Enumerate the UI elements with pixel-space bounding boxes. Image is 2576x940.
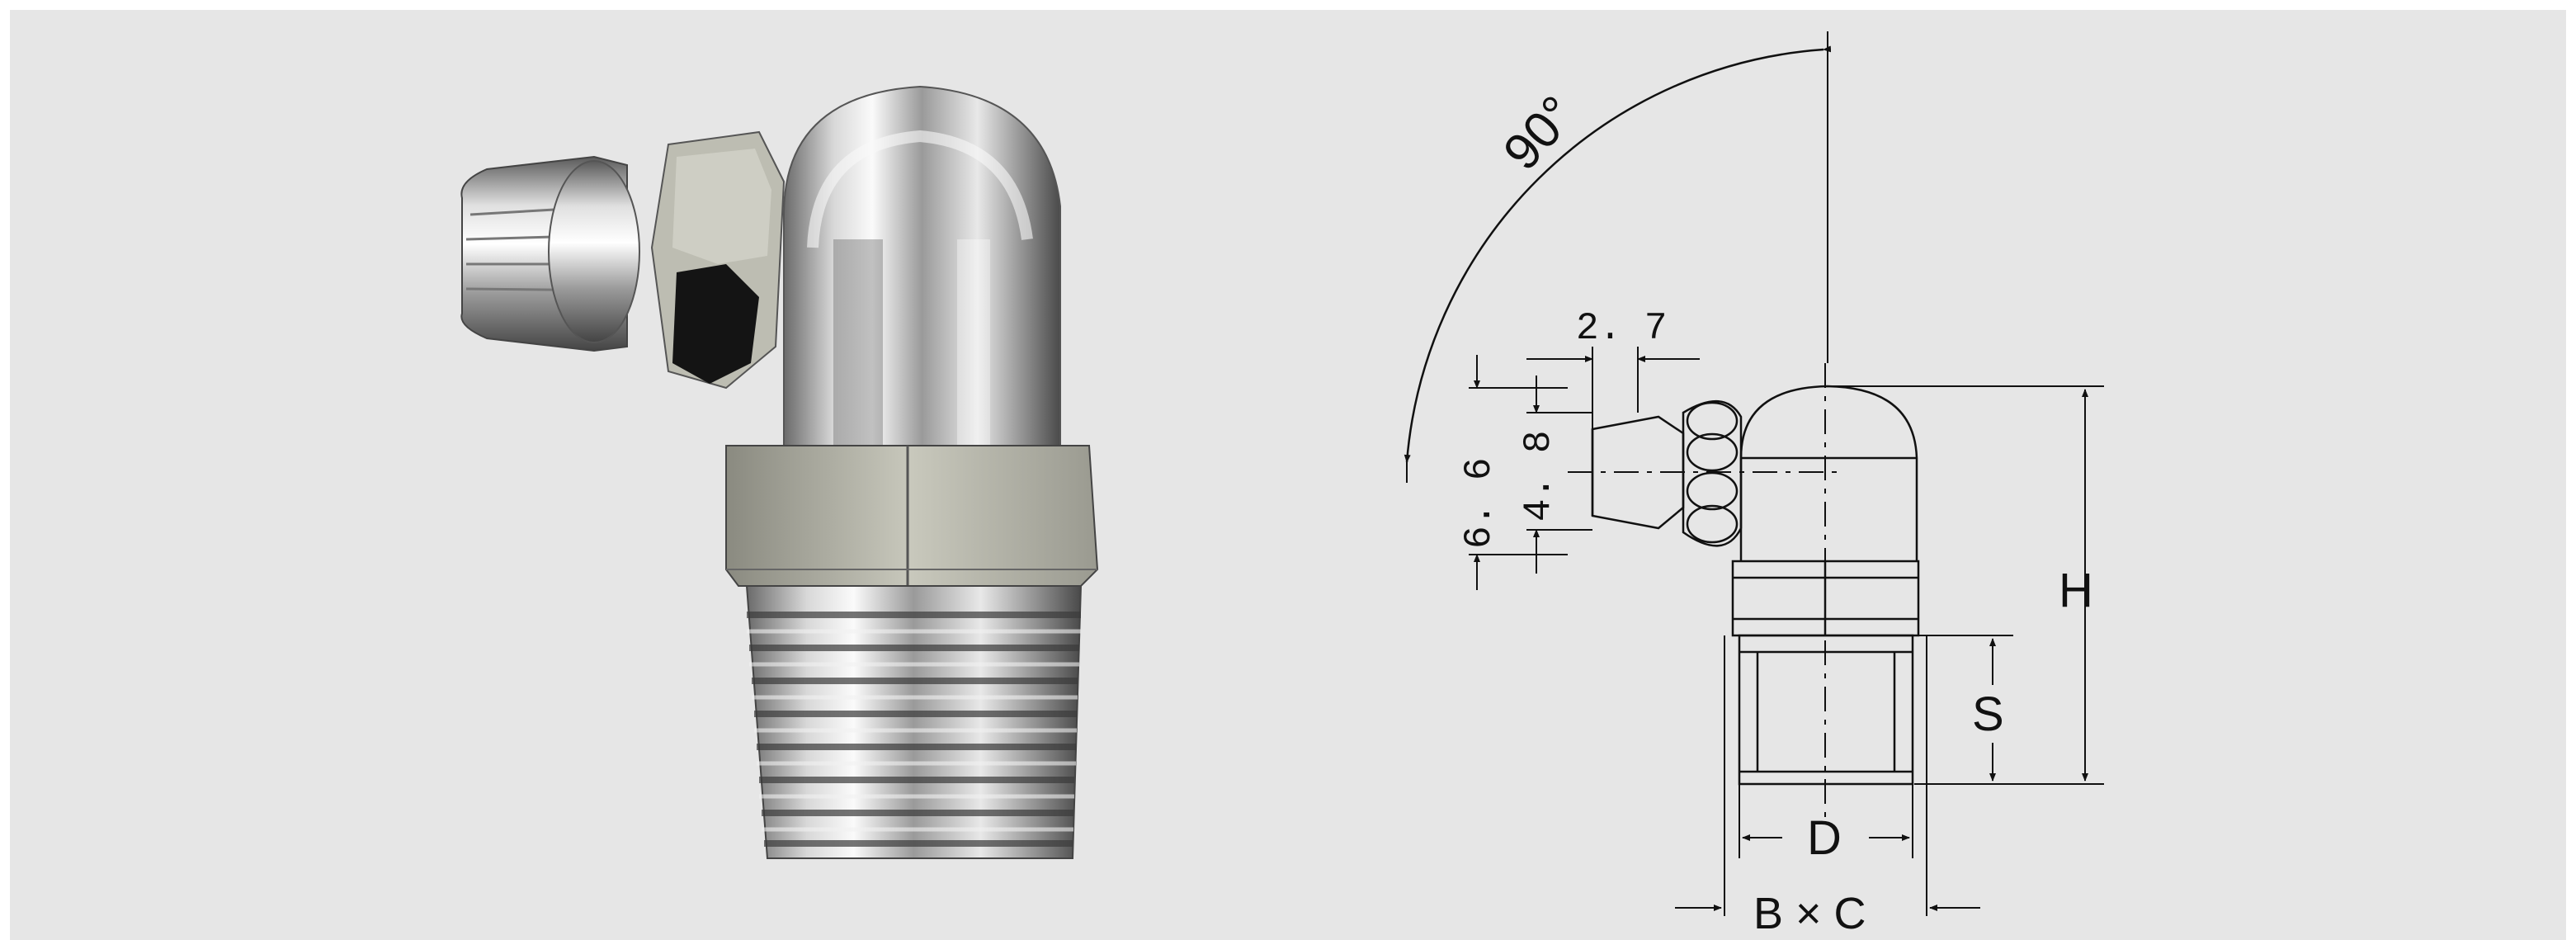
height-label: H [2059, 564, 2093, 617]
outer-dia-label: 6. 6 [1458, 458, 1501, 549]
dim-nozzle-length [1526, 347, 1700, 429]
angle-label: 90° [1493, 86, 1587, 182]
angle-arc [1404, 45, 1832, 463]
product-panel [10, 10, 2566, 940]
thread-length-label: S [1972, 687, 2004, 741]
thread-dia-label: D [1807, 811, 1842, 865]
hex-size-label: B × C [1753, 889, 1866, 938]
photo-small-hex [650, 130, 786, 390]
dim-inner-dia [1526, 376, 1592, 574]
photo-large-hex [725, 445, 1099, 587]
dim-thread-dia [1739, 784, 1913, 858]
dim-height [1828, 385, 2104, 785]
technical-drawing [1404, 31, 2104, 916]
photo-nozzle [460, 155, 640, 352]
nozzle-length-label: 2. 7 [1576, 307, 1667, 350]
dim-outer-dia [1469, 355, 1568, 590]
photo-thread [745, 585, 1083, 859]
drawing-nozzle-outline [1591, 400, 1743, 547]
dim-thread-length [1914, 635, 2013, 782]
fitting-photo [460, 85, 1099, 859]
inner-dia-label: 4. 8 [1517, 431, 1560, 522]
photo-body [783, 85, 1061, 446]
dim-hex [1675, 635, 1980, 916]
